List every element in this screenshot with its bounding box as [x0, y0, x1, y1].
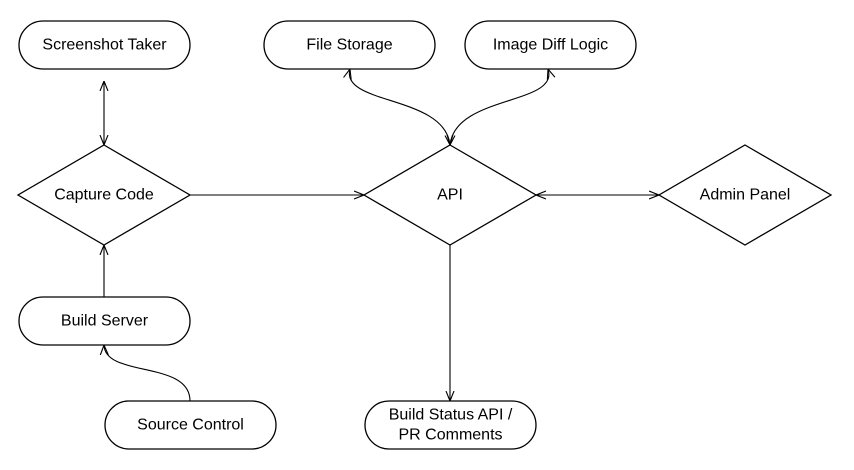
edge-api-file-storage — [349, 69, 450, 145]
node-label: API — [437, 187, 463, 204]
node-label-line-2: PR Comments — [398, 427, 502, 444]
node-label: Admin Panel — [700, 187, 791, 204]
node-label-line-1: Build Status API / — [389, 407, 513, 424]
edge-api-image-diff-logic — [450, 69, 549, 145]
node-source-control: Source Control — [104, 400, 277, 450]
node-label: Screenshot Taker — [42, 37, 167, 54]
node-label: Capture Code — [54, 187, 154, 204]
edges — [104, 69, 659, 402]
node-build-server: Build Server — [18, 296, 191, 346]
node-label: Source Control — [137, 417, 244, 434]
node-capture-code: Capture Code — [16, 144, 192, 246]
node-build-status-api: Build Status API / PR Comments — [364, 400, 537, 450]
node-label: Build Server — [61, 313, 149, 330]
edge-source-control-build-server — [104, 345, 191, 402]
node-admin-panel: Admin Panel — [657, 144, 833, 246]
node-screenshot-taker: Screenshot Taker — [18, 20, 191, 70]
node-label: Image Diff Logic — [493, 37, 608, 54]
node-api: API — [362, 144, 538, 246]
node-image-diff-logic: Image Diff Logic — [464, 20, 637, 70]
node-label: File Storage — [306, 37, 392, 54]
node-file-storage: File Storage — [263, 20, 436, 70]
